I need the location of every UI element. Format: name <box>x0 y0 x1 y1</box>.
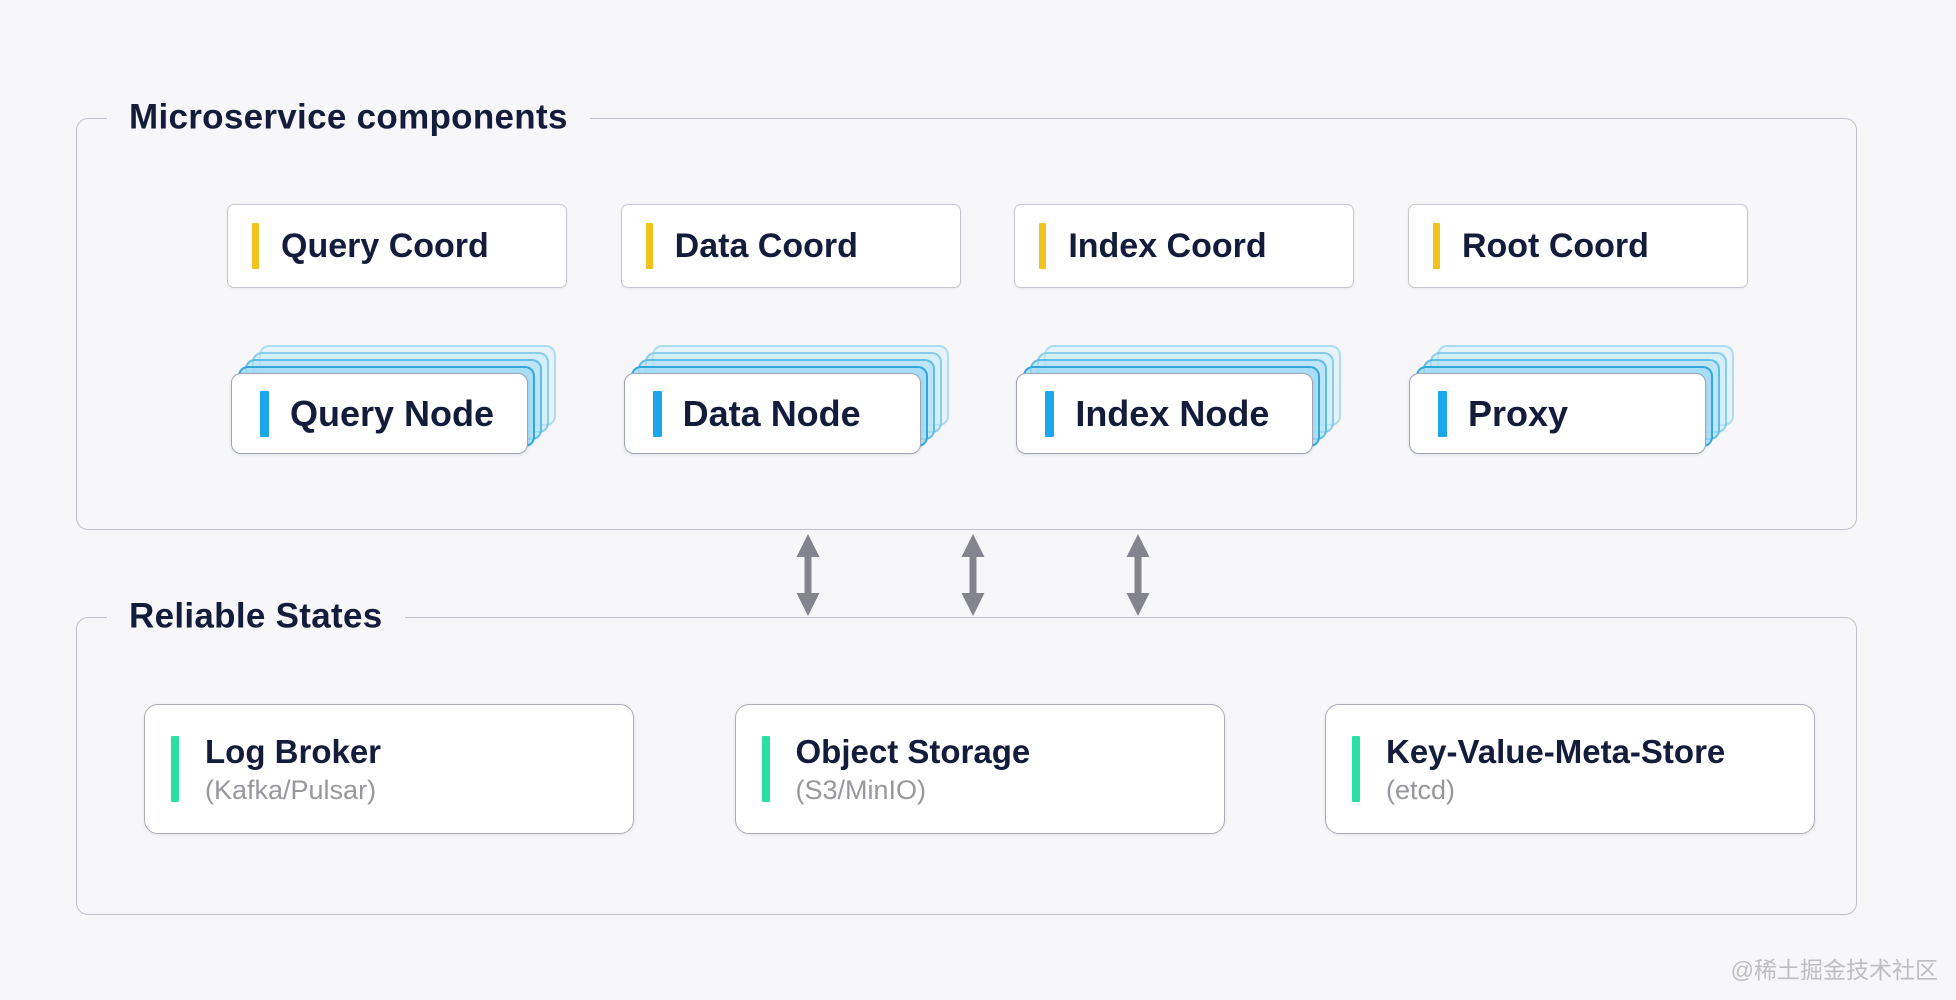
coord-label: Data Coord <box>674 226 858 265</box>
blue-accent-bar <box>260 390 269 437</box>
reliable-states-section-title: Reliable States <box>107 596 405 637</box>
index-node-card: Index Node <box>1016 373 1314 454</box>
yellow-accent-bar <box>1039 223 1047 269</box>
coord-boxes-row: Query Coord Data Coord Index Coord Root … <box>227 204 1748 288</box>
microservice-section-title: Microservice components <box>107 97 590 138</box>
log-broker-card: Log Broker (Kafka/Pulsar) <box>144 704 634 834</box>
query-coord-box: Query Coord <box>227 204 567 288</box>
bidirectional-arrow-icon <box>1123 533 1153 617</box>
teal-accent-bar <box>761 736 770 802</box>
coord-label: Query Coord <box>281 226 489 265</box>
reliable-states-section: Reliable States Log Broker (Kafka/Pulsar… <box>76 596 1857 915</box>
store-label: Key-Value-Meta-Store <box>1386 732 1726 770</box>
blue-accent-bar <box>1045 390 1055 437</box>
store-text: Key-Value-Meta-Store (etcd) <box>1386 733 1725 806</box>
node-label: Proxy <box>1467 392 1569 434</box>
yellow-accent-bar <box>645 223 653 269</box>
yellow-accent-bar <box>252 223 259 269</box>
store-label: Log Broker <box>205 732 382 770</box>
query-node-stack: Query Node <box>231 345 556 454</box>
index-node-stack: Index Node <box>1016 345 1342 454</box>
blue-accent-bar <box>652 390 662 437</box>
blue-accent-bar <box>1437 390 1447 437</box>
proxy-card: Proxy <box>1408 373 1706 454</box>
root-coord-box: Root Coord <box>1407 204 1748 288</box>
yellow-accent-bar <box>1432 223 1440 269</box>
node-cards-row: Query Node Data Node I <box>231 345 1734 454</box>
object-storage-card: Object Storage (S3/MinIO) <box>734 704 1225 834</box>
store-label: Object Storage <box>795 732 1031 770</box>
store-sublabel: (etcd) <box>1386 774 1456 805</box>
node-label: Data Node <box>682 392 861 434</box>
node-label: Query Node <box>290 392 495 434</box>
coord-label: Root Coord <box>1461 226 1649 265</box>
store-text: Object Storage (S3/MinIO) <box>796 733 1031 806</box>
coord-label: Index Coord <box>1068 226 1267 265</box>
store-sublabel: (Kafka/Pulsar) <box>205 774 377 805</box>
data-node-stack: Data Node <box>623 345 949 454</box>
store-cards-row: Log Broker (Kafka/Pulsar) Object Storage… <box>144 704 1815 834</box>
index-coord-box: Index Coord <box>1014 204 1355 288</box>
query-node-card: Query Node <box>231 373 528 454</box>
store-text: Log Broker (Kafka/Pulsar) <box>205 733 381 806</box>
node-label: Index Node <box>1075 392 1270 434</box>
proxy-stack: Proxy <box>1408 345 1734 454</box>
store-sublabel: (S3/MinIO) <box>795 774 927 805</box>
bidirectional-arrow-icon <box>958 533 988 617</box>
key-value-meta-store-card: Key-Value-Meta-Store (etcd) <box>1325 704 1815 834</box>
microservice-components-section: Microservice components Query Coord Data… <box>76 97 1857 530</box>
watermark-text: @稀土掘金技术社区 <box>1730 957 1938 983</box>
teal-accent-bar <box>1352 736 1360 802</box>
teal-accent-bar <box>171 736 179 802</box>
bidirectional-arrow-icon <box>793 533 823 617</box>
data-node-card: Data Node <box>623 373 921 454</box>
data-coord-box: Data Coord <box>620 204 961 288</box>
